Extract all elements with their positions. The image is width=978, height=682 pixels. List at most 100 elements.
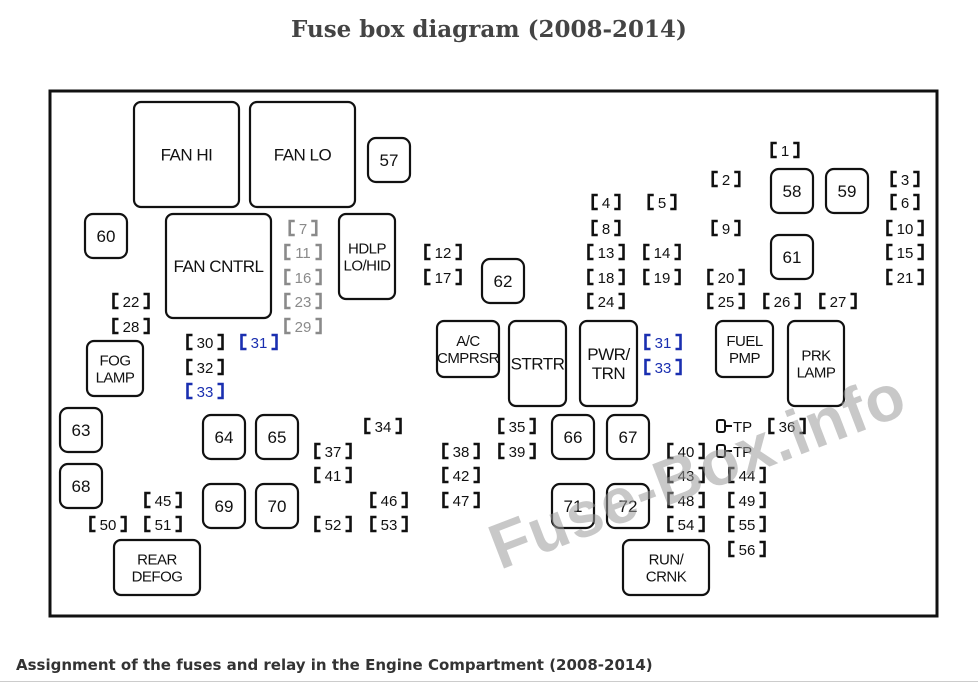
relay-label: FOG: [100, 352, 131, 369]
fuse-slot: 31: [240, 333, 278, 352]
relay-label: STRTR: [511, 354, 565, 373]
fuse-bracket-right: [674, 243, 681, 261]
fuse-slot: 13: [587, 243, 625, 262]
fuse-bracket-left: [890, 193, 897, 211]
fuse-bracket-right: [529, 417, 536, 435]
fuse-slot: 23: [284, 292, 322, 311]
fuse-bracket-left: [284, 243, 291, 261]
fuse-slot: 19: [643, 268, 681, 287]
relay-label: HDLP: [348, 240, 387, 257]
fuse-bracket-right: [913, 193, 920, 211]
fuse-slot: 33: [186, 382, 224, 401]
fuse-label: 5: [658, 195, 666, 212]
fuse-bracket-right: [395, 417, 402, 435]
fuse-label: 41: [325, 468, 342, 485]
relay-label: CMPRSR: [437, 350, 500, 367]
page-title: Fuse box diagram (2008-2014): [291, 16, 687, 43]
fuse-bracket-right: [618, 292, 625, 310]
fuse-bracket-left: [442, 466, 449, 484]
fuse-bracket-left: [763, 292, 770, 310]
fuse-label: 31: [655, 335, 672, 352]
fuse-slot: 4: [591, 193, 621, 212]
fuse-slot: 45: [144, 491, 182, 510]
fuse-label: 15: [897, 245, 914, 262]
fuse-bracket-left: [728, 466, 735, 484]
fuse-bracket-right: [759, 515, 766, 533]
fuse-bracket-right: [759, 466, 766, 484]
maxi-fuse-label: 65: [268, 428, 287, 447]
fuse-bracket-right: [345, 466, 352, 484]
relay-fog-lamp: [85, 339, 145, 398]
relay-rear-defog: [112, 538, 202, 597]
relay-fan-cntrl: [164, 212, 273, 320]
fuse-label: 4: [602, 195, 610, 212]
fuse-label: 35: [509, 419, 526, 436]
fuse-bracket-right: [759, 491, 766, 509]
fuse-slot: 7: [288, 219, 318, 238]
fuse-bracket-right: [793, 141, 800, 159]
fuse-bracket-left: [498, 417, 505, 435]
fuse-slot: 44: [728, 466, 766, 485]
fuse-label: 16: [295, 270, 312, 287]
fuse-label: 46: [381, 493, 398, 510]
fuse-bracket-right: [759, 540, 766, 558]
fuse-slot: 55: [728, 515, 766, 534]
fuse-label: 53: [381, 517, 398, 534]
fuse-bracket-right: [618, 243, 625, 261]
relay-label: LO/HID: [343, 257, 391, 274]
maxi-fuse: [83, 212, 129, 260]
fuse-slot: 29: [284, 317, 322, 336]
fuse-label: 44: [739, 468, 756, 485]
fuse-bracket-right: [738, 268, 745, 286]
fuse-bracket-right: [143, 292, 150, 310]
fuse-bracket-right: [175, 515, 182, 533]
fuse-slot: 17: [424, 268, 462, 287]
relay-fan-lo: [248, 100, 357, 209]
maxi-fuse-label: 63: [72, 421, 91, 440]
fuse-label: 13: [598, 245, 615, 262]
fuse-label: 36: [779, 419, 796, 436]
fuse-bracket-left: [424, 243, 431, 261]
fuse-bracket-left: [644, 358, 651, 376]
fuse-slot: 14: [643, 243, 681, 262]
fuse-label: 10: [897, 221, 914, 238]
fuse-label: 25: [718, 294, 735, 311]
fuse-bracket-right: [345, 442, 352, 460]
fuse-slot: 50: [89, 515, 127, 534]
relay-label: PWR/: [587, 345, 630, 364]
fuse-slot: 37: [314, 442, 352, 461]
relay-fan-hi: [132, 100, 241, 209]
fuse-slot: 46: [370, 491, 408, 510]
fuse-bracket-right: [675, 358, 682, 376]
relay-prk-lamp: [786, 319, 846, 408]
fuse-bracket-right: [455, 268, 462, 286]
fuse-label: 7: [299, 221, 307, 238]
fuse-label: 29: [295, 319, 312, 336]
fuse-label: 54: [678, 517, 695, 534]
maxi-fuse: [58, 462, 104, 510]
fuse-slot: 42: [442, 466, 480, 485]
fuse-slot: 47: [442, 491, 480, 510]
relay-label: RUN/: [649, 551, 685, 568]
fuse-slot: 10: [886, 219, 924, 238]
fuse-label: 22: [123, 294, 140, 311]
fuse-label: 43: [678, 468, 695, 485]
fuse-bracket-left: [591, 219, 598, 237]
fuse-label: 31: [251, 335, 268, 352]
fuse-bracket-left: [498, 442, 505, 460]
fuse-bracket-left: [643, 243, 650, 261]
fuse-label: 12: [435, 245, 452, 262]
fuse-slot: 2: [711, 170, 741, 189]
fuse-bracket-right: [794, 292, 801, 310]
fuse-bracket-left: [186, 358, 193, 376]
fuse-bracket-left: [112, 317, 119, 335]
fuse-bracket-right: [738, 292, 745, 310]
fuse-bracket-left: [89, 515, 96, 533]
fuse-bracket-left: [770, 141, 777, 159]
relay-pwr-trn: [578, 319, 639, 408]
fuse-bracket-left: [728, 491, 735, 509]
fuse-bracket-left: [728, 540, 735, 558]
fuse-label: 47: [453, 493, 470, 510]
fuse-slot: 24: [587, 292, 625, 311]
maxi-fuse-label: 66: [564, 428, 583, 447]
